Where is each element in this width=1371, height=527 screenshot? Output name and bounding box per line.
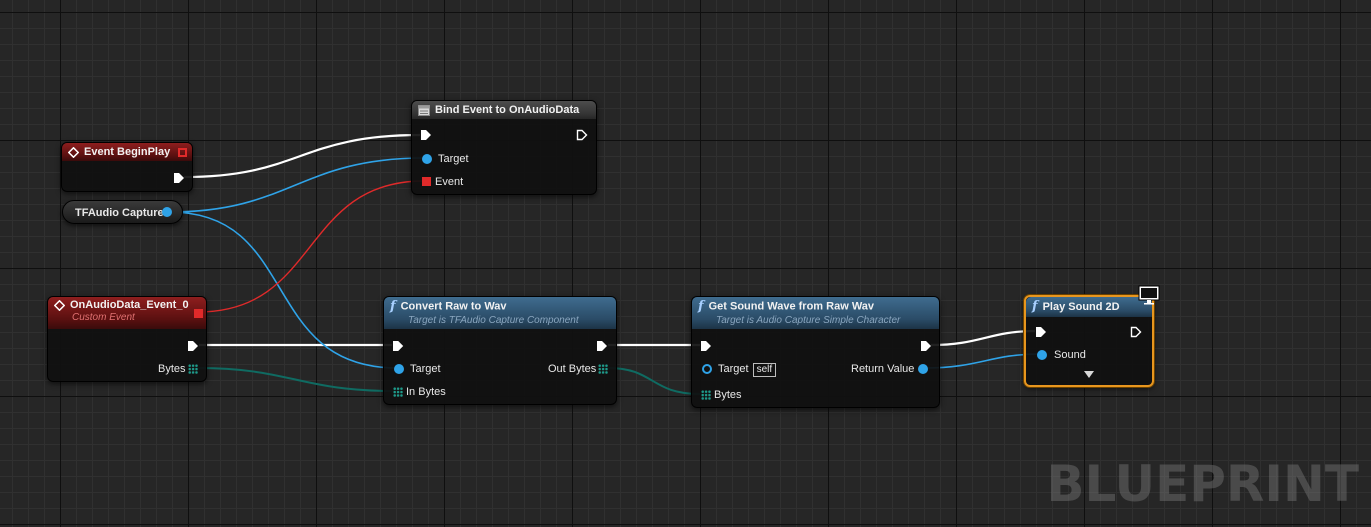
object-wire-return-to-sound — [924, 353, 1041, 369]
on-audio-data-exec-out-pin[interactable] — [187, 340, 199, 352]
get-sound-wave-bytes-pin[interactable] — [701, 390, 711, 400]
play-sound-title: Play Sound 2D — [1042, 301, 1120, 314]
target-self-default-field[interactable]: self — [752, 363, 777, 377]
play-sound-header[interactable]: f Play Sound 2D — [1026, 297, 1152, 317]
convert-raw-subtitle: Target is TFAudio Capture Component — [408, 315, 579, 326]
begin-play-node[interactable]: Event BeginPlay — [61, 142, 193, 192]
convert-raw-header[interactable]: f Convert Raw to Wav Target is TFAudio Ca… — [384, 297, 616, 329]
on-audio-data-event-node[interactable]: OnAudioData_Event_0 Custom Event Bytes — [47, 296, 207, 382]
event-diamond-icon — [68, 146, 79, 158]
on-audio-data-bytes-label: Bytes — [158, 363, 186, 375]
get-sound-wave-return-pin[interactable] — [918, 364, 928, 374]
play-sound-sound-label: Sound — [1054, 349, 1086, 361]
tfaudio-capture-variable-node[interactable]: TFAudio Capture — [62, 200, 183, 224]
get-sound-wave-node[interactable]: f Get Sound Wave from Raw Wav Target is A… — [691, 296, 940, 408]
convert-raw-exec-in-pin[interactable] — [392, 340, 404, 352]
get-sound-wave-exec-out-pin[interactable] — [920, 340, 932, 352]
delegate-bind-icon — [418, 104, 430, 116]
begin-play-header[interactable]: Event BeginPlay — [62, 143, 192, 161]
expand-advanced-arrow-icon[interactable] — [1084, 371, 1094, 378]
bind-event-event-label: Event — [435, 176, 464, 188]
begin-play-title: Event BeginPlay — [84, 146, 171, 159]
get-sound-wave-bytes-label: Bytes — [714, 389, 742, 401]
get-sound-wave-exec-in-pin[interactable] — [700, 340, 712, 352]
delegate-wire-custom-to-bind-event — [197, 180, 425, 313]
bytes-wire-outbytes-to-getwave — [607, 367, 701, 395]
on-audio-data-subtitle: Custom Event — [72, 312, 135, 324]
on-audio-data-bytes-pin[interactable] — [188, 364, 198, 374]
object-wire-capture-to-bind-target — [169, 157, 425, 213]
convert-raw-in-bytes-pin[interactable] — [393, 387, 403, 397]
get-sound-wave-target-pin[interactable] — [702, 364, 712, 374]
bind-event-title: Bind Event to OnAudioData — [435, 104, 580, 117]
function-icon: f — [1032, 299, 1038, 315]
exec-wire-beginplay-to-bind — [183, 133, 421, 179]
bind-event-target-pin[interactable] — [422, 154, 432, 164]
bind-event-node[interactable]: Bind Event to OnAudioData Target Event — [411, 100, 597, 195]
bind-event-target-label: Target — [438, 153, 469, 165]
begin-play-exec-out-pin[interactable] — [173, 172, 185, 184]
convert-raw-target-label: Target — [410, 363, 441, 375]
convert-raw-out-bytes-label: Out Bytes — [548, 363, 597, 375]
function-icon: f — [698, 299, 704, 314]
bind-event-exec-in-pin[interactable] — [420, 129, 432, 141]
play-sound-exec-out-pin[interactable] — [1130, 326, 1142, 338]
get-sound-wave-title: Get Sound Wave from Raw Wav — [708, 300, 875, 313]
play-sound-2d-node[interactable]: f Play Sound 2D Sound — [1024, 295, 1154, 387]
get-sound-wave-return-label: Return Value — [851, 363, 915, 375]
play-sound-sound-pin[interactable] — [1037, 350, 1047, 360]
get-sound-wave-target-label: Target — [718, 363, 749, 375]
bind-event-exec-out-pin[interactable] — [576, 129, 588, 141]
convert-raw-exec-out-pin[interactable] — [596, 340, 608, 352]
on-audio-data-title: OnAudioData_Event_0 — [70, 299, 189, 312]
on-audio-data-header[interactable]: OnAudioData_Event_0 Custom Event — [48, 297, 206, 329]
convert-raw-out-bytes-pin[interactable] — [598, 364, 608, 374]
bytes-wire-custom-to-inbytes — [197, 367, 395, 392]
bind-event-header[interactable]: Bind Event to OnAudioData — [412, 101, 596, 119]
get-sound-wave-subtitle: Target is Audio Capture Simple Character — [716, 315, 901, 326]
play-sound-exec-in-pin[interactable] — [1035, 326, 1047, 338]
tfaudio-capture-label: TFAudio Capture — [75, 207, 164, 219]
monitor-icon — [1138, 285, 1160, 305]
on-audio-data-delegate-pin[interactable] — [194, 309, 203, 318]
begin-play-delegate-pin[interactable] — [178, 148, 187, 157]
get-sound-wave-header[interactable]: f Get Sound Wave from Raw Wav Target is A… — [692, 297, 939, 329]
convert-raw-in-bytes-label: In Bytes — [406, 386, 446, 398]
event-diamond-icon — [54, 299, 65, 311]
convert-raw-title: Convert Raw to Wav — [400, 300, 507, 313]
tfaudio-capture-out-pin[interactable] — [162, 207, 172, 217]
convert-raw-to-wav-node[interactable]: f Convert Raw to Wav Target is TFAudio Ca… — [383, 296, 617, 405]
function-icon: f — [390, 299, 396, 314]
blueprint-watermark: BLUEPRINT — [1046, 455, 1359, 513]
exec-wire-getwave-to-play — [930, 329, 1036, 347]
convert-raw-target-pin[interactable] — [394, 364, 404, 374]
bind-event-event-pin[interactable] — [422, 177, 431, 186]
